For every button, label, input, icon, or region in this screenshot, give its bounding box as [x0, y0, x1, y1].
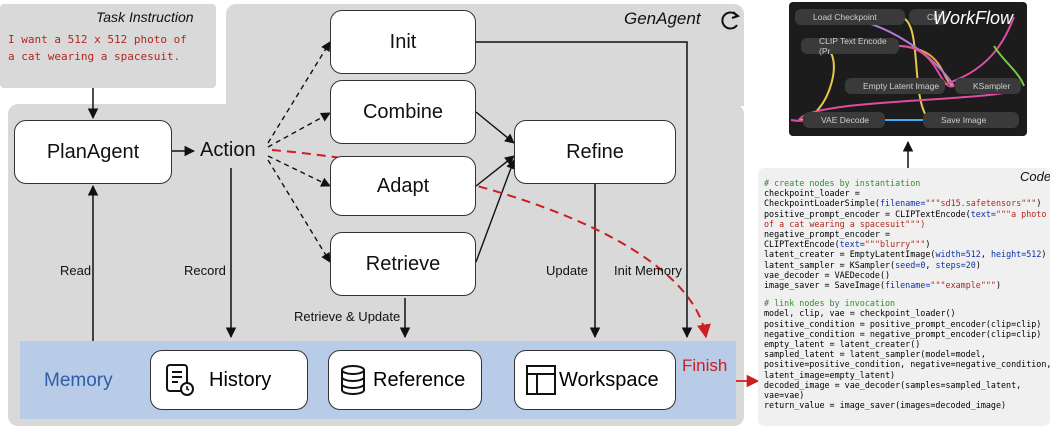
database-icon	[341, 365, 365, 395]
adapt-box: Adapt	[330, 156, 476, 216]
code-line: image_saver = SaveImage(filename="""exam…	[764, 280, 1002, 291]
code-line: latent_creater = EmptyLatentImage(width=…	[764, 249, 1047, 260]
node-empty-latent: Empty Latent Image	[845, 78, 945, 94]
code-line: vae=vae)	[764, 390, 805, 401]
code-line: decoded_image = vae_decoder(samples=samp…	[764, 379, 1022, 390]
planagent-box: PlanAgent	[14, 120, 172, 184]
history-box: History	[150, 350, 308, 410]
code-title: Code	[1020, 169, 1050, 184]
code-panel: Code # create nodes by instantiation che…	[758, 168, 1050, 426]
code-comment: # link nodes by invocation	[764, 298, 896, 309]
refine-box: Refine	[514, 120, 676, 184]
node-vae-decode: VAE Decode	[803, 112, 885, 128]
update-label: Update	[546, 263, 588, 278]
retrieve-label: Retrieve	[365, 252, 441, 275]
combine-box: Combine	[330, 80, 476, 144]
refine-label: Refine	[566, 140, 624, 163]
code-line: CLIPTextEncode(text="""blurry""")	[764, 239, 931, 250]
workflow-panel: Load Checkpoint CLI CLIP Text Encode (Pr…	[789, 2, 1027, 136]
code-line: vae_decoder = VAEDecode()	[764, 269, 891, 280]
genagent-title: GenAgent	[624, 9, 701, 28]
workspace-label: Workspace	[559, 368, 659, 391]
task-text-line1: I want a 512 x 512 photo of	[8, 33, 187, 46]
planagent-label: PlanAgent	[46, 140, 140, 163]
retrieve-update-label: Retrieve & Update	[294, 309, 401, 324]
node-save-image: Save Image	[923, 112, 1019, 128]
code-line: positive_condition = positive_prompt_enc…	[764, 318, 1042, 329]
memory-title: Memory	[44, 370, 113, 391]
genagent-panel	[226, 4, 744, 106]
reference-box: Reference	[328, 350, 482, 410]
node-clip-cut: CLI	[909, 9, 947, 25]
finish-label: Finish	[682, 356, 728, 375]
code-line: positive_prompt_encoder = CLIPTextEncode…	[764, 208, 1047, 219]
code-line: of a cat wearing a spacesuit""")	[764, 218, 926, 229]
code-line: negative_condition = negative_prompt_enc…	[764, 328, 1042, 339]
retrieve-box: Retrieve	[330, 232, 476, 296]
task-title: Task Instruction	[96, 9, 194, 25]
node-clip-text-encode: CLIP Text Encode (Pr	[801, 36, 899, 56]
task-panel	[0, 4, 216, 88]
action-label: Action	[200, 139, 256, 161]
history-label: History	[209, 368, 272, 391]
record-label: Record	[184, 263, 226, 278]
adapt-label: Adapt	[376, 174, 430, 197]
combine-label: Combine	[362, 100, 444, 123]
init-box: Init	[330, 10, 476, 74]
workflow-title: WorkFlow	[933, 8, 1013, 28]
workspace-box: Workspace	[514, 350, 676, 410]
init-memory-label: Init Memory	[614, 263, 682, 278]
code-line: checkpoint_loader =	[764, 188, 860, 199]
code-line: CheckpointLoaderSimple(filename="""sd15.…	[764, 198, 1042, 209]
code-line: latent_sampler = KSampler(seed=0, steps=…	[764, 259, 981, 270]
code-line: latent_image=empty_latent)	[764, 369, 896, 380]
code-line: empty_latent = latent_creater()	[764, 339, 921, 350]
read-label: Read	[60, 263, 92, 278]
code-block: # create nodes by instantiation checkpoi…	[764, 178, 1050, 410]
reference-label: Reference	[373, 368, 466, 391]
history-icon	[166, 364, 194, 396]
node-load-checkpoint: Load Checkpoint	[795, 9, 905, 25]
code-line: return_value = image_saver(images=decode…	[764, 400, 1007, 411]
code-line: model, clip, vae = checkpoint_loader()	[764, 308, 956, 319]
code-line: negative_prompt_encoder =	[764, 229, 891, 240]
code-line: sampled_latent = latent_sampler(model=mo…	[764, 349, 986, 360]
code-comment: # create nodes by instantiation	[764, 178, 921, 188]
node-ksampler: KSampler	[955, 78, 1021, 94]
refresh-icon	[721, 11, 741, 30]
task-text-line2: a cat wearing a spacesuit.	[8, 50, 181, 63]
code-line: positive=positive_condition, negative=ne…	[764, 359, 1050, 370]
layout-icon	[526, 365, 556, 395]
init-label: Init	[389, 30, 417, 53]
